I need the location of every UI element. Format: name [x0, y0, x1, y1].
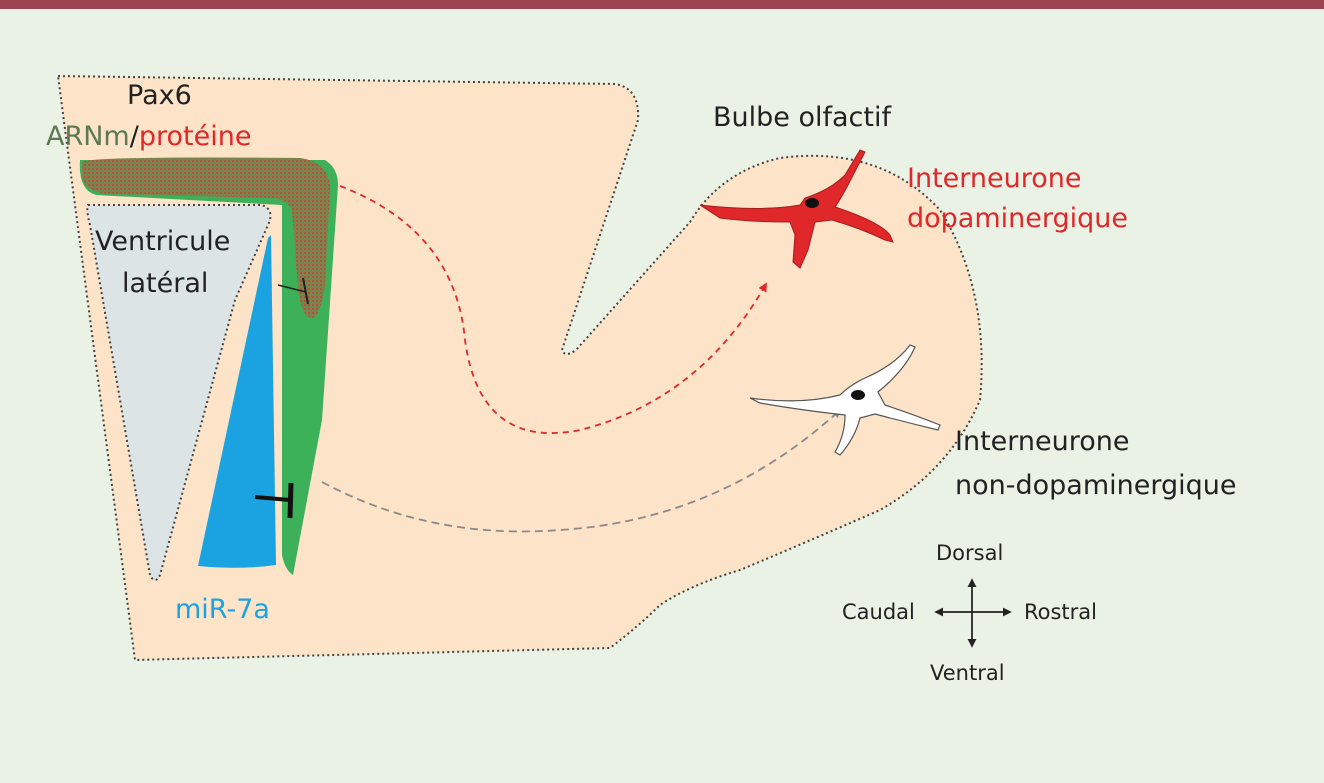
- protein-label: protéine: [139, 121, 252, 152]
- pax6-protein-zone: [82, 157, 330, 318]
- protein-inhibition-mark: [277, 277, 309, 305]
- non-dopaminergic-migration-path: [321, 408, 842, 533]
- slash-label: /: [130, 121, 140, 152]
- ventricle-label-line1: Ventricule: [95, 226, 230, 257]
- mir7a-label: miR-7a: [175, 594, 270, 625]
- mrna-label: ARNm: [46, 121, 130, 152]
- non-dopaminergic-neuron: [749, 344, 941, 456]
- dopaminergic-label-line1: Interneurone: [907, 163, 1082, 194]
- compass-caudal-label: Caudal: [842, 600, 915, 624]
- ventricle-label-line2: latéral: [122, 268, 208, 299]
- dopaminergic-migration-path: [339, 185, 767, 434]
- non-dopaminergic-label-line2: non-dopaminergique: [955, 470, 1236, 501]
- top-bar: [0, 0, 1324, 9]
- mir7a-zone: [198, 235, 276, 568]
- mrna-protein-label: ARNm/protéine: [46, 121, 251, 152]
- lateral-ventricle: [86, 204, 272, 581]
- pax6-label: Pax6: [127, 80, 192, 111]
- olfactory-bulb-label: Bulbe olfactif: [713, 102, 892, 133]
- compass-ventral-label: Ventral: [930, 661, 1005, 685]
- non-dopaminergic-label-line1: Interneurone: [955, 426, 1130, 457]
- orientation-compass: [934, 578, 1012, 648]
- mir7a-inhibition-bar: [254, 482, 294, 519]
- compass-dorsal-label: Dorsal: [936, 541, 1003, 565]
- compass-rostral-label: Rostral: [1024, 600, 1097, 624]
- dopaminergic-neuron: [699, 149, 894, 269]
- dopaminergic-label-line2: dopaminergique: [907, 203, 1128, 234]
